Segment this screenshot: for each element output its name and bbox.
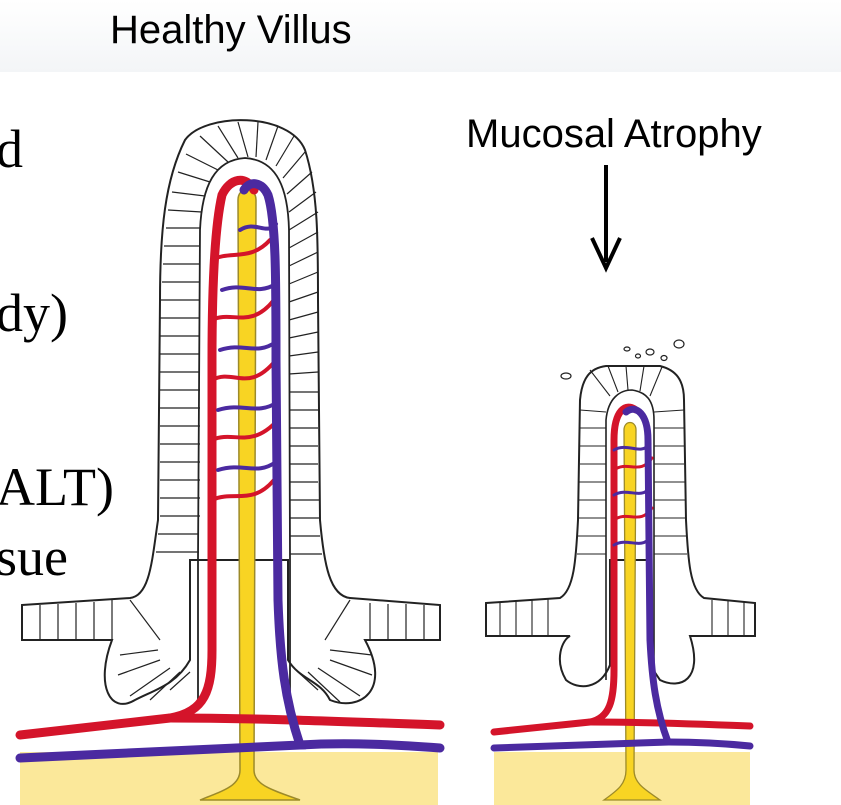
down-arrow-icon — [592, 165, 620, 268]
healthy-epithelium — [22, 120, 440, 704]
healthy-villus — [20, 120, 440, 805]
atrophic-villus — [486, 340, 755, 805]
